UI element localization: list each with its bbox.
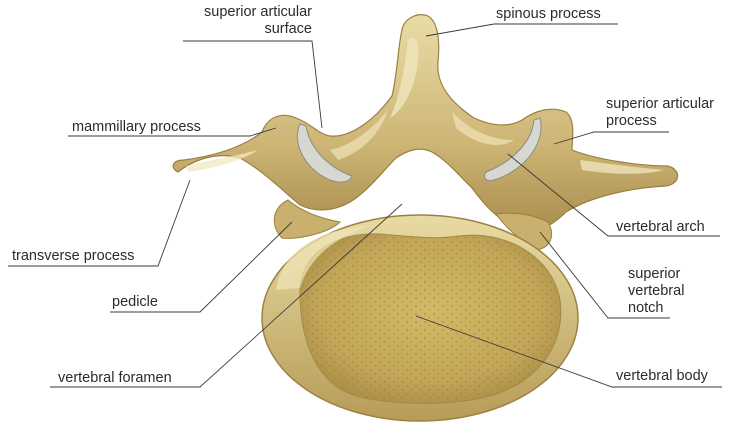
label-superior-vertebral-notch: superior vertebral notch bbox=[628, 266, 684, 317]
label-spinous-process: spinous process bbox=[496, 6, 601, 23]
leader-superior-articular-surface bbox=[183, 41, 322, 128]
label-pedicle: pedicle bbox=[112, 294, 158, 311]
label-superior-articular-surface: superior articular surface bbox=[140, 4, 312, 38]
label-superior-articular-process-line1: superior articular bbox=[606, 96, 714, 113]
label-transverse-process: transverse process bbox=[12, 248, 135, 265]
label-superior-articular-process: superior articular process bbox=[606, 96, 714, 130]
label-mammillary-process: mammillary process bbox=[72, 119, 201, 136]
label-vertebral-foramen: vertebral foramen bbox=[58, 370, 172, 387]
leader-spinous-process bbox=[426, 24, 618, 36]
label-superior-vertebral-notch-line2: vertebral bbox=[628, 283, 684, 300]
label-vertebral-arch: vertebral arch bbox=[616, 219, 705, 236]
label-superior-articular-surface-line1: superior articular bbox=[140, 4, 312, 21]
label-vertebral-body: vertebral body bbox=[616, 368, 708, 385]
label-superior-vertebral-notch-line3: notch bbox=[628, 300, 684, 317]
label-superior-articular-surface-line2: surface bbox=[140, 21, 312, 38]
label-superior-vertebral-notch-line1: superior bbox=[628, 266, 684, 283]
vertebral-body-texture bbox=[300, 234, 561, 404]
label-superior-articular-process-line2: process bbox=[606, 113, 714, 130]
